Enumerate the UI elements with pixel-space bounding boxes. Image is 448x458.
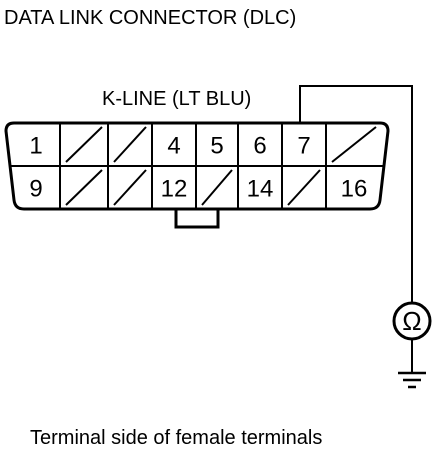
top-row-empty-cell-slash (113, 126, 147, 163)
pin-label-6: 6 (253, 133, 266, 160)
pin-label-1: 1 (29, 133, 42, 160)
bottom-row-empty-cell-slash (113, 169, 147, 206)
pin-label-16: 16 (341, 176, 368, 203)
ohm-symbol: Ω (402, 306, 421, 336)
pin-label-12: 12 (161, 176, 188, 203)
bottom-row-empty-cell-slash (201, 169, 233, 206)
k-line-wire (299, 85, 413, 303)
bottom-row-empty-cell-slash (65, 169, 103, 206)
ohmmeter-icon: Ω (392, 301, 432, 341)
connector-outline (4, 121, 390, 211)
pin-label-7: 7 (297, 133, 310, 160)
connector-key-tab (174, 209, 220, 229)
bottom-row-empty-cell-slash (287, 169, 321, 206)
ground-icon (398, 371, 426, 389)
diagram-caption: Terminal side of female terminals (30, 427, 322, 449)
wire-label: K-LINE (LT BLU) (102, 88, 251, 110)
pin-label-9: 9 (29, 176, 42, 203)
top-row-empty-cell-slash (65, 126, 103, 163)
top-row-empty-cell-slash (331, 126, 377, 163)
pin-label-4: 4 (167, 133, 180, 160)
diagram-title: DATA LINK CONNECTOR (DLC) (4, 7, 296, 29)
pin-label-14: 14 (247, 176, 274, 203)
pin-label-5: 5 (210, 133, 223, 160)
